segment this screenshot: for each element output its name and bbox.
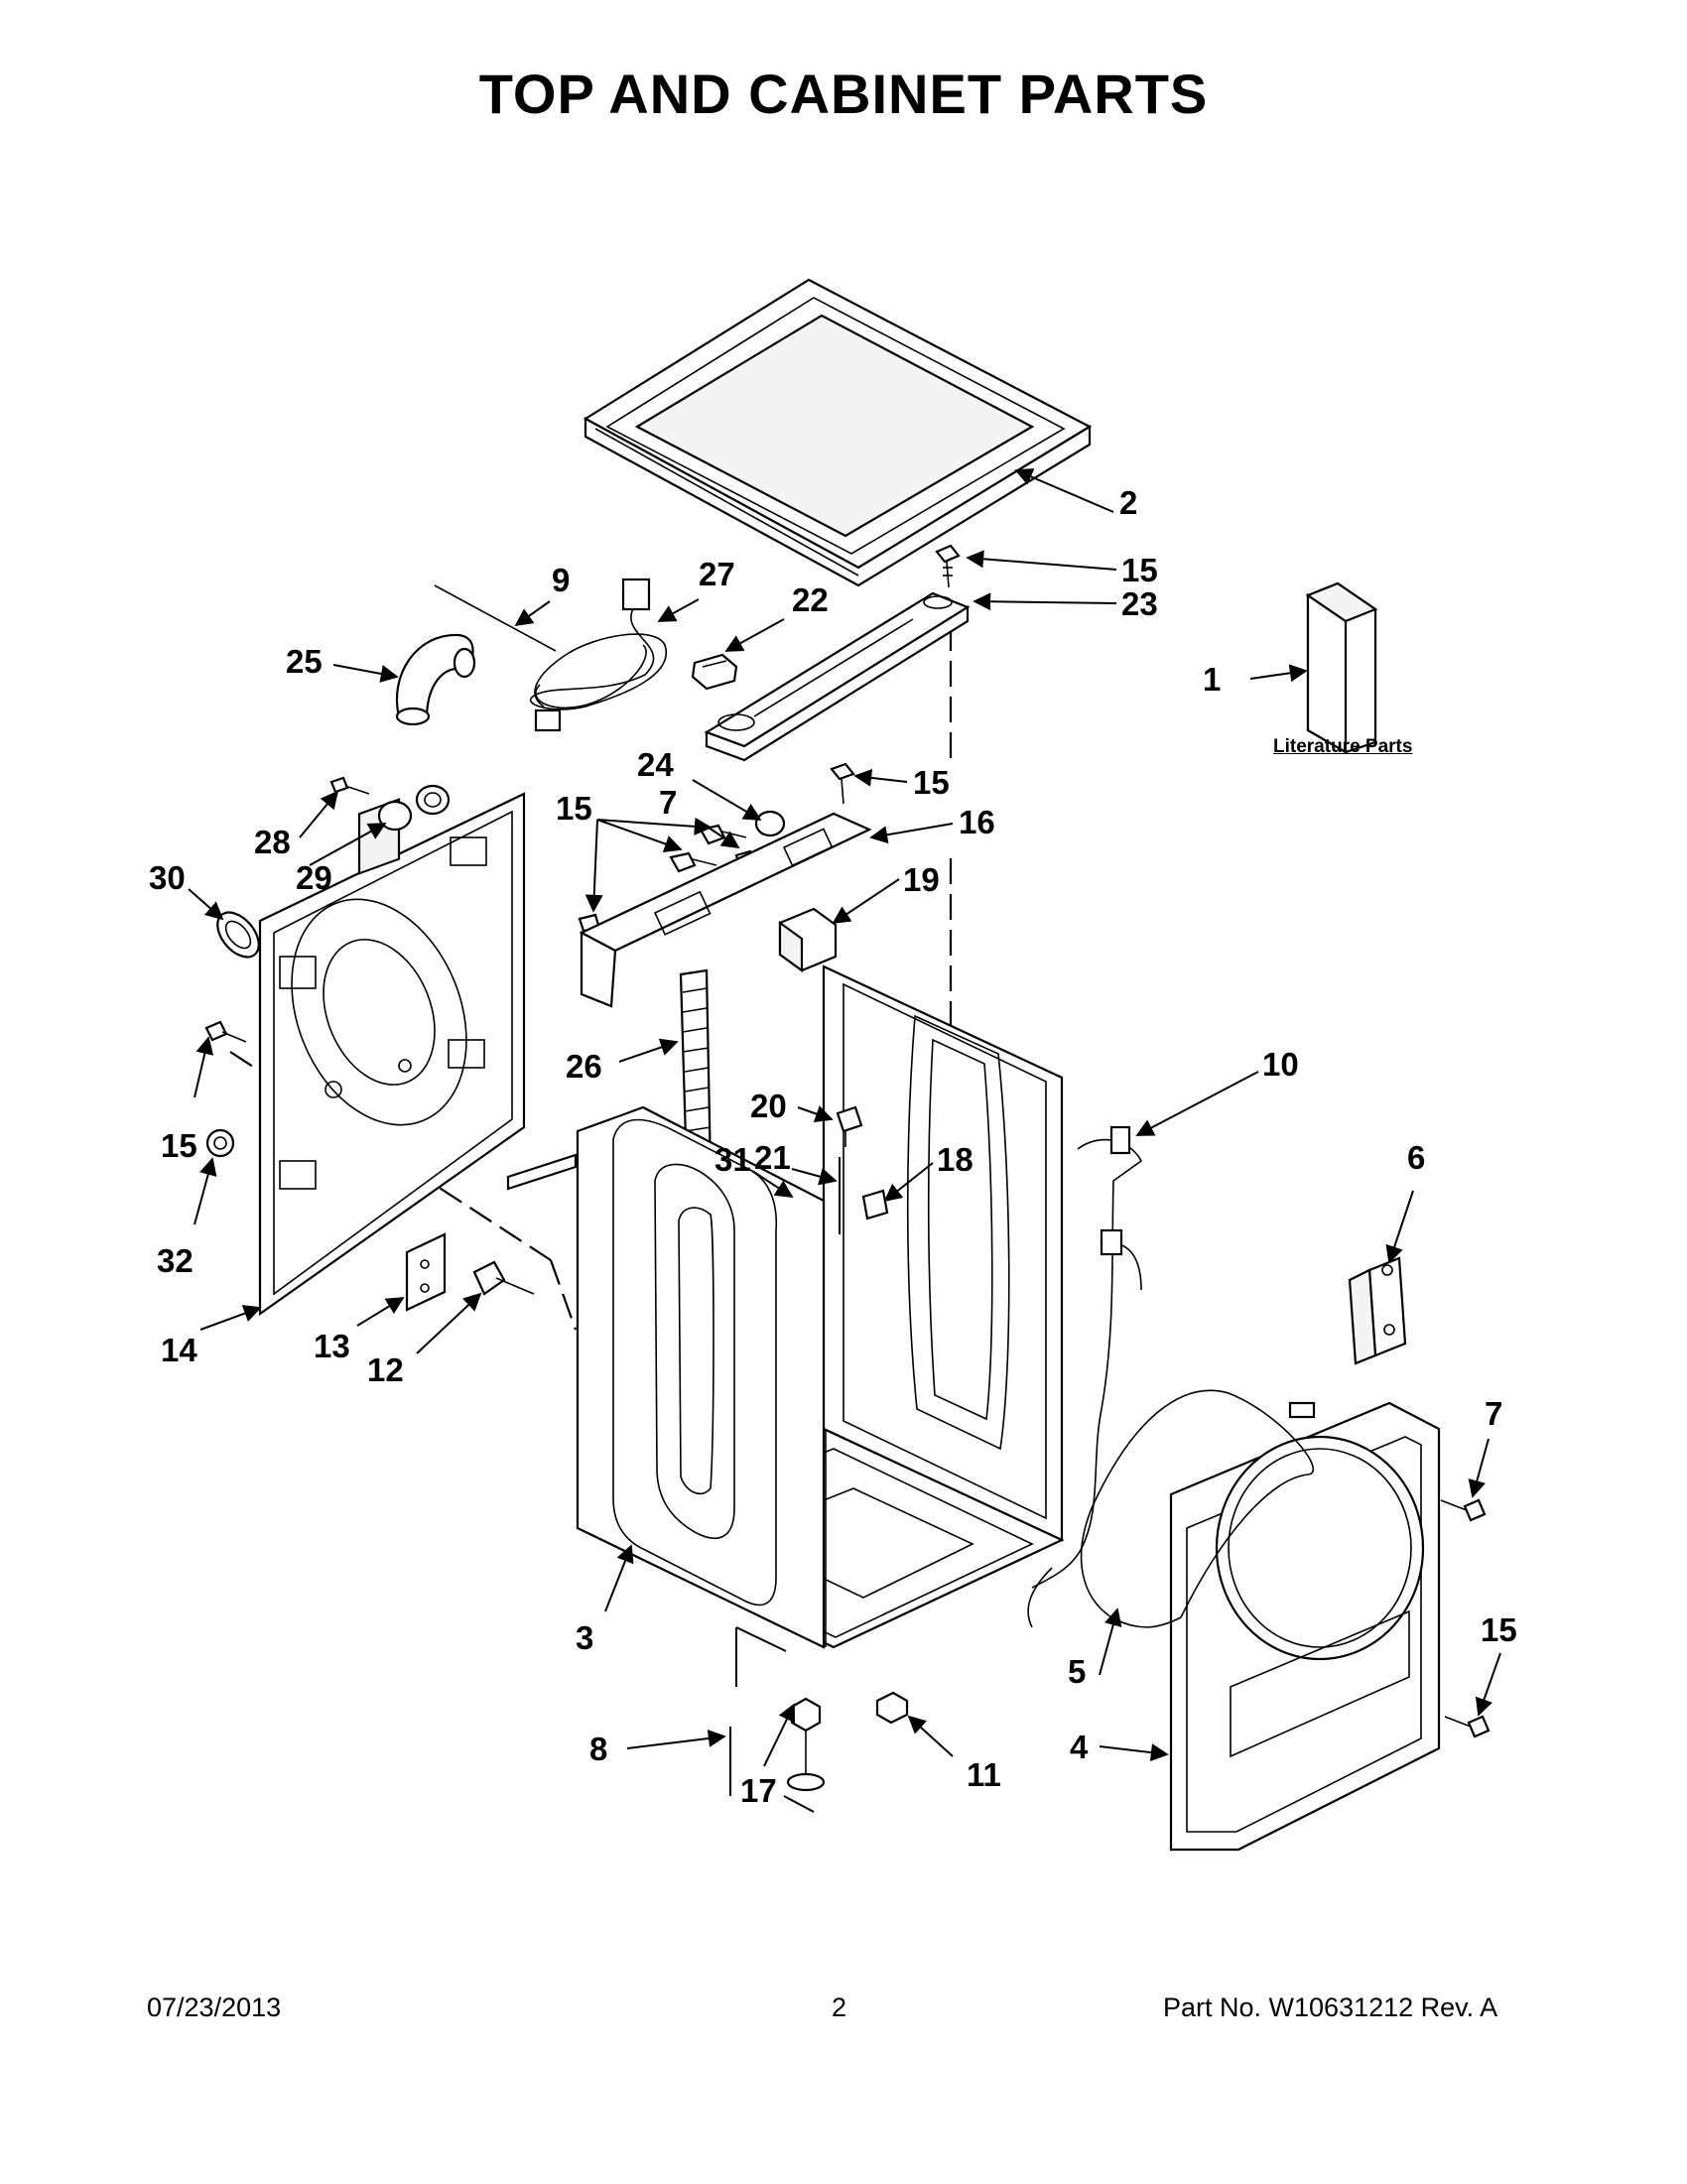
screw-15-right — [1444, 1715, 1491, 1738]
footer-page-number: 2 — [832, 1992, 847, 2022]
callout-10: 10 — [1262, 1046, 1299, 1083]
callout-7: 7 — [659, 784, 677, 821]
footer-date: 07/23/2013 — [147, 1992, 282, 2022]
fitting-29 — [377, 784, 451, 832]
control-bracket-16 — [579, 812, 872, 1008]
grommet-32 — [205, 1128, 235, 1158]
callout-numbers: 2 15 23 1 9 27 22 25 24 15 16 15 7 19 28… — [149, 484, 1517, 1809]
callout-7: 7 — [1485, 1395, 1502, 1432]
part-18 — [861, 1189, 889, 1220]
callout-14: 14 — [161, 1332, 197, 1368]
callout-15: 15 — [913, 764, 950, 801]
callout-11: 11 — [967, 1756, 1001, 1793]
foot-17 — [786, 1697, 826, 1792]
page-title: TOP AND CABINET PARTS — [478, 63, 1209, 125]
callout-26: 26 — [566, 1048, 602, 1085]
screw-28 — [329, 776, 370, 795]
top-panel — [583, 278, 1093, 587]
callout-32: 32 — [157, 1242, 194, 1279]
nut-11 — [875, 1691, 909, 1725]
callout-22: 22 — [792, 581, 829, 618]
callout-21: 21 — [754, 1139, 791, 1176]
callout-30: 30 — [149, 859, 186, 896]
leader-arrows — [188, 468, 1501, 1767]
callout-2: 2 — [1119, 484, 1137, 521]
callout-9: 9 — [552, 562, 570, 598]
callout-12: 12 — [367, 1351, 404, 1388]
callout-17: 17 — [740, 1772, 777, 1809]
callout-24: 24 — [637, 746, 674, 783]
callout-31: 31 — [714, 1141, 751, 1178]
callout-19: 19 — [903, 861, 940, 898]
callout-4: 4 — [1070, 1729, 1089, 1765]
screw-15-top — [935, 544, 961, 588]
wire-9 — [434, 584, 557, 652]
callout-28: 28 — [254, 824, 291, 860]
callout-16: 16 — [959, 804, 995, 840]
wire-harness — [1027, 1125, 1143, 1628]
screw-15-left — [204, 1020, 247, 1043]
screw-7-right — [1440, 1498, 1487, 1522]
callout-8: 8 — [589, 1731, 607, 1767]
callout-1: 1 — [1203, 661, 1221, 698]
callout-15: 15 — [1121, 552, 1158, 588]
top-brace — [704, 591, 971, 762]
callout-5: 5 — [1068, 1653, 1086, 1690]
callout-15: 15 — [1481, 1611, 1517, 1648]
callout-18: 18 — [937, 1141, 973, 1178]
screw-15-upper-bracket — [830, 762, 855, 805]
switch-20 — [836, 1105, 863, 1147]
callout-27: 27 — [699, 556, 735, 592]
door-lock — [1348, 1256, 1407, 1365]
callout-25: 25 — [286, 643, 323, 680]
grommet-30 — [216, 911, 260, 959]
bracket-8-marks — [729, 1626, 815, 1813]
power-cord — [529, 578, 668, 732]
callout-3: 3 — [576, 1619, 593, 1656]
component-19 — [778, 907, 838, 973]
ring-24 — [754, 810, 786, 837]
side-panel — [576, 1105, 826, 1649]
literature-booklet — [1305, 581, 1378, 754]
callout-29: 29 — [296, 859, 332, 896]
rail-and-bracket — [405, 1153, 578, 1312]
hose-25 — [395, 633, 476, 726]
callout-15: 15 — [161, 1127, 197, 1164]
front-panel — [1169, 1401, 1441, 1852]
callout-20: 20 — [750, 1088, 787, 1124]
callout-13: 13 — [314, 1328, 350, 1364]
footer-part-number: Part No. W10631212 Rev. A — [1163, 1992, 1498, 2022]
clip-22 — [691, 653, 738, 691]
callout-23: 23 — [1121, 585, 1158, 622]
callout-15: 15 — [556, 790, 592, 827]
callout-6: 6 — [1407, 1139, 1425, 1176]
literature-parts-label: Literature Parts — [1273, 736, 1413, 757]
